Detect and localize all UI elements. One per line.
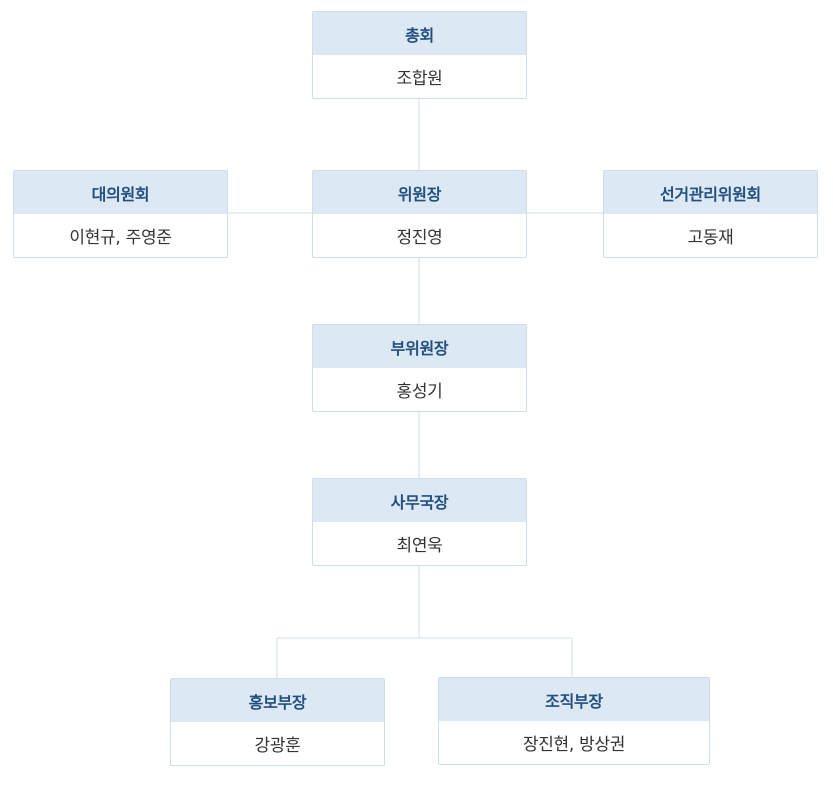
- node-members: 조합원: [396, 69, 443, 89]
- node-chairperson: 위원장 정진영: [312, 170, 527, 258]
- node-members: 최연욱: [396, 536, 443, 556]
- node-title: 조직부장: [439, 678, 709, 721]
- node-general-assembly: 총회 조합원: [312, 11, 527, 99]
- node-members: 장진현, 방상권: [522, 735, 626, 755]
- node-members: 고동재: [687, 228, 734, 248]
- node-members: 강광훈: [254, 736, 301, 756]
- node-organization-director: 조직부장 장진현, 방상권: [438, 677, 710, 765]
- node-title: 총회: [313, 12, 526, 55]
- node-members: 정진영: [396, 228, 443, 248]
- node-members: 홍성기: [396, 382, 443, 402]
- node-title: 대의원회: [14, 171, 227, 214]
- node-title: 사무국장: [313, 479, 526, 522]
- node-title: 위원장: [313, 171, 526, 214]
- node-vice-chairperson: 부위원장 홍성기: [312, 324, 527, 412]
- node-title: 선거관리위원회: [604, 171, 817, 214]
- node-delegates-council: 대의원회 이현규, 주영준: [13, 170, 228, 258]
- node-secretary-general: 사무국장 최연욱: [312, 478, 527, 566]
- node-members: 이현규, 주영준: [69, 228, 172, 248]
- node-title: 홍보부장: [171, 679, 384, 722]
- node-election-committee: 선거관리위원회 고동재: [603, 170, 818, 258]
- node-title: 부위원장: [313, 325, 526, 368]
- node-pr-director: 홍보부장 강광훈: [170, 678, 385, 766]
